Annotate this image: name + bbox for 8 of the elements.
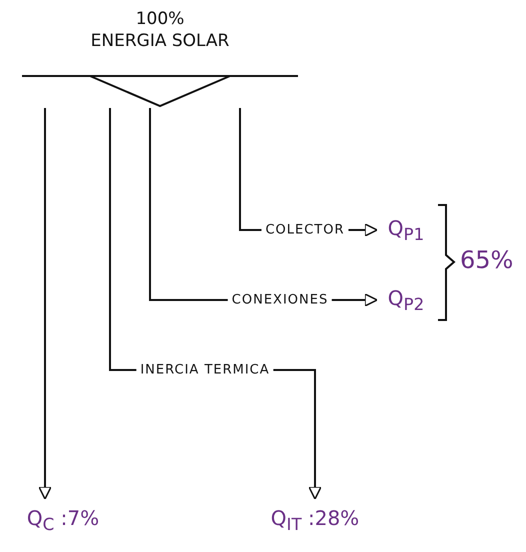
output-label: Q$_{C}$ :7% (26, 504, 100, 536)
output-label: Q$_{P1}$ (388, 214, 424, 246)
flow-arrow (38, 108, 52, 500)
source-label: 100% (136, 8, 184, 30)
source-label: ENERGIA SOLAR (90, 30, 230, 52)
output-label: Q$_{P2}$ (388, 284, 424, 316)
output-label: Q$_{IT}$ :28% (270, 504, 360, 536)
percentage-label: 65% (460, 246, 514, 274)
